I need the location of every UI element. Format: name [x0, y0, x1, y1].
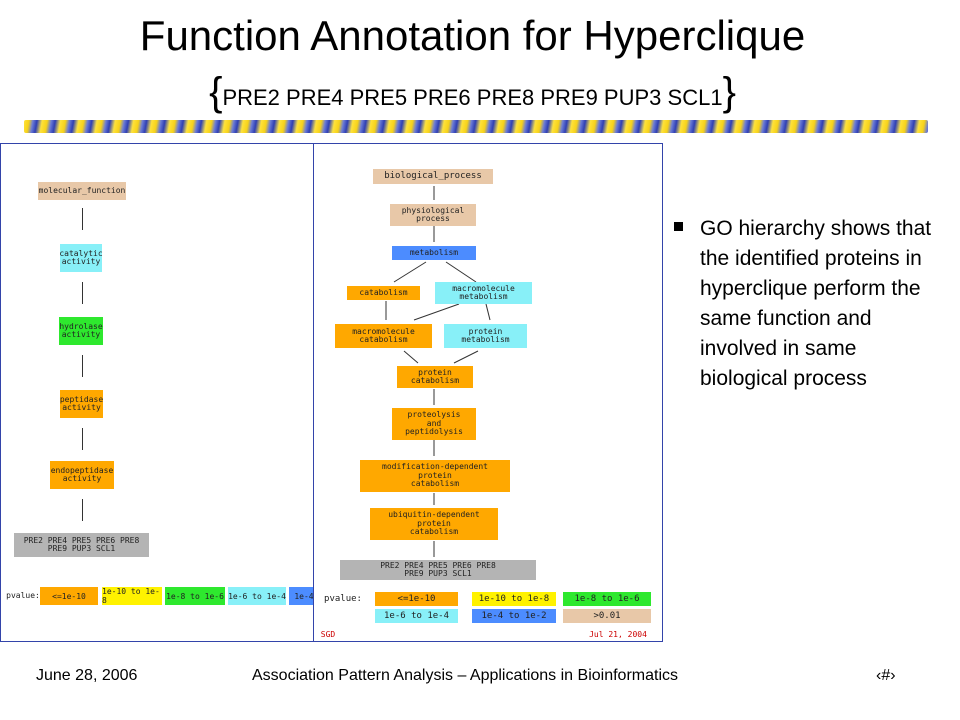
legend-item: 1e-6 to 1e-4: [228, 587, 286, 605]
pvalue-label: pvalue:: [6, 590, 40, 600]
node-modification-dependent-protein-catabolism: modification-dependent protein catabolis…: [360, 460, 510, 492]
left-go-panel: molecular_function catalytic activity hy…: [0, 143, 314, 642]
brace-close: }: [722, 70, 736, 114]
decorative-bar: [24, 120, 928, 133]
pvalue-label: pvalue:: [324, 594, 362, 604]
bullet-text: GO hierarchy shows that the identified p…: [700, 217, 932, 390]
node-metabolism: metabolism: [392, 246, 476, 260]
bullet-icon: [674, 222, 683, 231]
node-proteolysis-and-peptidolysis: proteolysis and peptidolysis: [392, 408, 476, 440]
legend-item: 1e-4 to 1e-2: [472, 609, 556, 623]
node-macromolecule-catabolism: macromolecule catabolism: [335, 324, 432, 348]
node-endopeptidase-activity: endopeptidase activity: [50, 461, 114, 489]
gene-set-box: PRE2 PRE4 PRE5 PRE6 PRE8 PRE9 PUP3 SCL1: [340, 560, 536, 580]
panel-date: Jul 21, 2004: [589, 629, 647, 639]
footer-date: June 28, 2006: [36, 667, 138, 684]
edge: [82, 208, 83, 230]
slide-title: Function Annotation for Hyperclique: [139, 12, 806, 59]
footer-page-number: ‹#›: [876, 667, 896, 684]
legend-item: 1e-8 to 1e-6: [165, 587, 225, 605]
node-catabolism: catabolism: [347, 286, 420, 300]
node-molecular-function: molecular_function: [38, 182, 126, 200]
legend-item: <=1e-10: [40, 587, 98, 605]
node-protein-catabolism: protein catabolism: [397, 366, 473, 388]
edges-svg: [385, 186, 491, 557]
edge: [82, 499, 83, 521]
node-ubiquitin-dependent-protein-catabolism: ubiquitin-dependent protein catabolism: [370, 508, 498, 540]
node-catalytic-activity: catalytic activity: [59, 244, 103, 272]
node-protein-metabolism: protein metabolism: [444, 324, 527, 348]
slide-subtitle: {PRE2 PRE4 PRE5 PRE6 PRE8 PRE9 PUP3 SCL1…: [0, 70, 945, 115]
node-physiological-process: physiological process: [390, 204, 476, 226]
right-go-panel: biological_process physiological process…: [313, 143, 663, 642]
node-peptidase-activity: peptidase activity: [60, 390, 103, 418]
gene-set-box: PRE2 PRE4 PRE5 PRE6 PRE8 PRE9 PUP3 SCL1: [14, 533, 149, 557]
brace-open: {: [209, 70, 223, 114]
legend-item: <=1e-10: [375, 592, 458, 606]
node-hydrolase-activity: hydrolase activity: [59, 317, 103, 345]
legend-item: 1e-6 to 1e-4: [375, 609, 458, 623]
edge: [82, 282, 83, 304]
footer-title: Association Pattern Analysis – Applicati…: [252, 667, 678, 684]
legend-item: >0.01: [563, 609, 651, 623]
edge: [82, 428, 83, 450]
gene-list: PRE2 PRE4 PRE5 PRE6 PRE8 PRE9 PUP3 SCL1: [222, 85, 723, 110]
legend-item: 1e-10 to 1e-8: [102, 587, 162, 605]
edge: [82, 355, 83, 377]
node-macromolecule-metabolism: macromolecule metabolism: [435, 282, 532, 304]
node-biological-process: biological_process: [373, 169, 493, 184]
legend-item: 1e-10 to 1e-8: [472, 592, 556, 606]
legend-item: 1e-8 to 1e-6: [563, 592, 651, 606]
legend-item: 1e-4: [289, 587, 313, 605]
sgd-label: SGD: [320, 629, 336, 639]
